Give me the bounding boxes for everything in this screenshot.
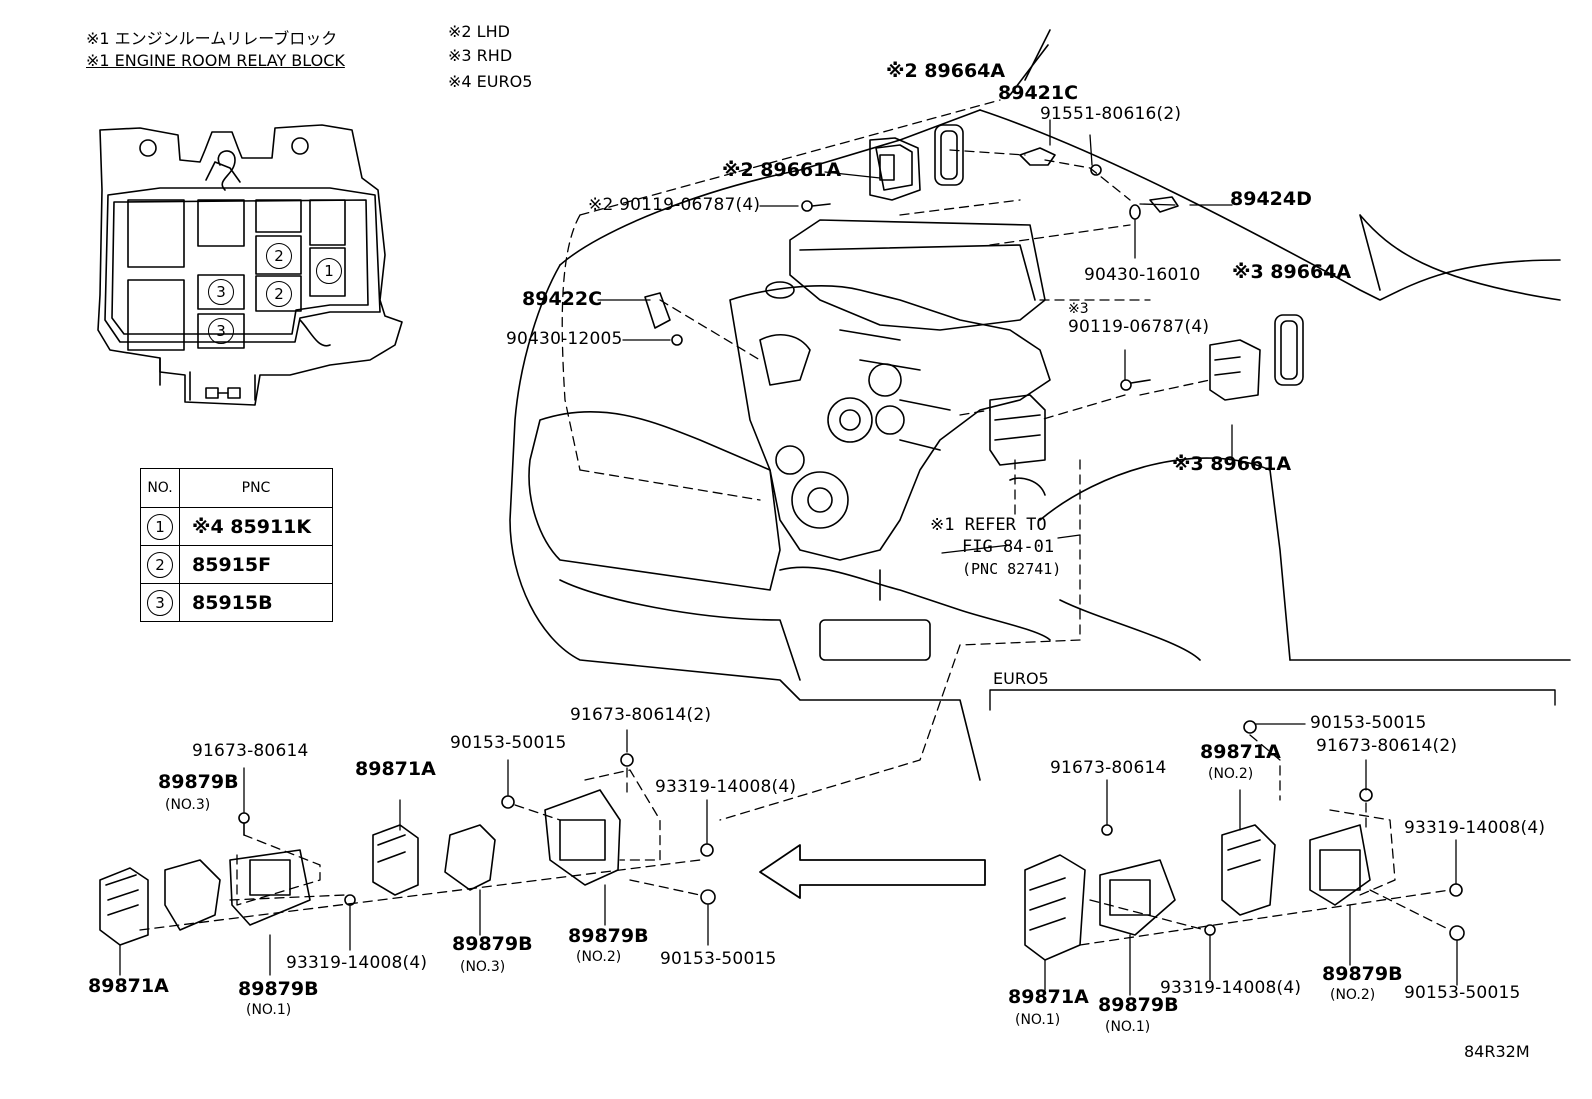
part-label: 89422C [522,288,603,310]
part-label: 90153-50015 [450,733,567,753]
part-label: 89879B [452,933,533,955]
part-label: 89879B [1098,994,1179,1016]
relay-slot-3b: 3 [208,318,234,344]
pnc-header-pnc: PNC [179,468,333,508]
sensor-components-upper [644,124,1304,401]
refer-label: (PNC 82741) [962,560,1062,578]
part-label: 91673-80614(2) [570,705,712,725]
part-sub-label: (NO.1) [1105,1019,1151,1035]
refer-label: ※1 REFER TO [930,515,1047,535]
part-label: ※2 89661A [722,159,842,181]
part-sub-label: (NO.2) [1208,766,1254,782]
part-label: 89424D [1230,188,1312,210]
note-1-english: ※1 ENGINE ROOM RELAY BLOCK [86,51,345,70]
part-label: 89421C [998,82,1079,104]
direction-arrow [759,844,986,899]
part-sub-label: (NO.1) [1015,1012,1061,1028]
part-sub-label: (NO.3) [165,797,211,813]
pnc-row-value: 85915F [179,545,333,584]
part-sub-label: (NO.2) [1330,987,1376,1003]
part-label: 89871A [355,758,436,780]
part-label: 90153-50015 [660,949,777,969]
vehicle-body-illustration [509,29,1571,781]
part-label: 90153-50015 [1404,983,1521,1003]
part-label: 89871A [1008,986,1089,1008]
part-label: 91673-80614 [1050,758,1167,778]
pnc-row-no: 3 [140,583,180,622]
note-1-japanese: ※1 エンジンルームリレーブロック [86,29,338,48]
relay-slot-2b: 2 [266,281,292,307]
euro5-bracket [989,689,1556,711]
part-label: ※2 90119-06787(4) [588,195,761,215]
note-2: ※2 LHD [448,22,510,41]
part-label: 90430-12005 [506,329,623,349]
part-label: 90430-16010 [1084,265,1201,285]
part-label: ※3 [1068,301,1089,317]
relay-block-illustration [97,124,403,406]
part-label: ※2 89664A [886,60,1006,82]
part-sub-label: (NO.1) [246,1002,292,1018]
part-label: ※3 89664A [1232,261,1352,283]
refer-label: FIG 84-01 [962,537,1055,557]
part-sub-label: (NO.3) [460,959,506,975]
part-label: 89879B [238,978,319,1000]
part-label: 91673-80614 [192,741,309,761]
part-label: 91551-80616(2) [1040,104,1182,124]
part-label: 89879B [1322,963,1403,985]
part-label: 89871A [88,975,169,997]
part-label: 93319-14008(4) [655,777,797,797]
part-label: 91673-80614(2) [1316,736,1458,756]
part-label: 93319-14008(4) [1160,978,1302,998]
right-group-leaders [1044,723,1458,996]
pnc-row-value: 85915B [179,583,333,622]
euro5-label: EURO5 [993,669,1049,688]
relay-slot-3a: 3 [208,279,234,305]
part-label: 90153-50015 [1310,713,1427,733]
pnc-table: NO. PNC 1 ※4 85911K 2 85915F 3 85915B [140,468,333,622]
note-3: ※3 RHD [448,46,513,65]
part-label: ※3 89661A [1172,453,1292,475]
dashed-lines-upper [561,99,1211,821]
part-label: 89879B [158,771,239,793]
left-ecu-group [99,753,716,946]
pnc-row-no: 2 [140,545,180,584]
relay-slot-1: 1 [316,258,342,284]
part-sub-label: (NO.2) [576,949,622,965]
part-label: 90119-06787(4) [1068,317,1210,337]
left-group-lines [139,767,701,931]
pnc-row-no: 1 [140,507,180,546]
left-group-leaders [119,729,709,976]
part-label: 93319-14008(4) [286,953,428,973]
note-4: ※4 EURO5 [448,72,533,91]
pnc-row-value: ※4 85911K [179,507,333,546]
part-label: 93319-14008(4) [1404,818,1546,838]
pnc-header-no: NO. [140,468,180,508]
part-label: 89879B [568,925,649,947]
part-label: 89871A [1200,741,1281,763]
figure-code: 84R32M [1464,1042,1530,1061]
relay-slot-2a: 2 [266,243,292,269]
leader-lines-upper [597,119,1233,554]
right-group-lines [1079,734,1451,946]
